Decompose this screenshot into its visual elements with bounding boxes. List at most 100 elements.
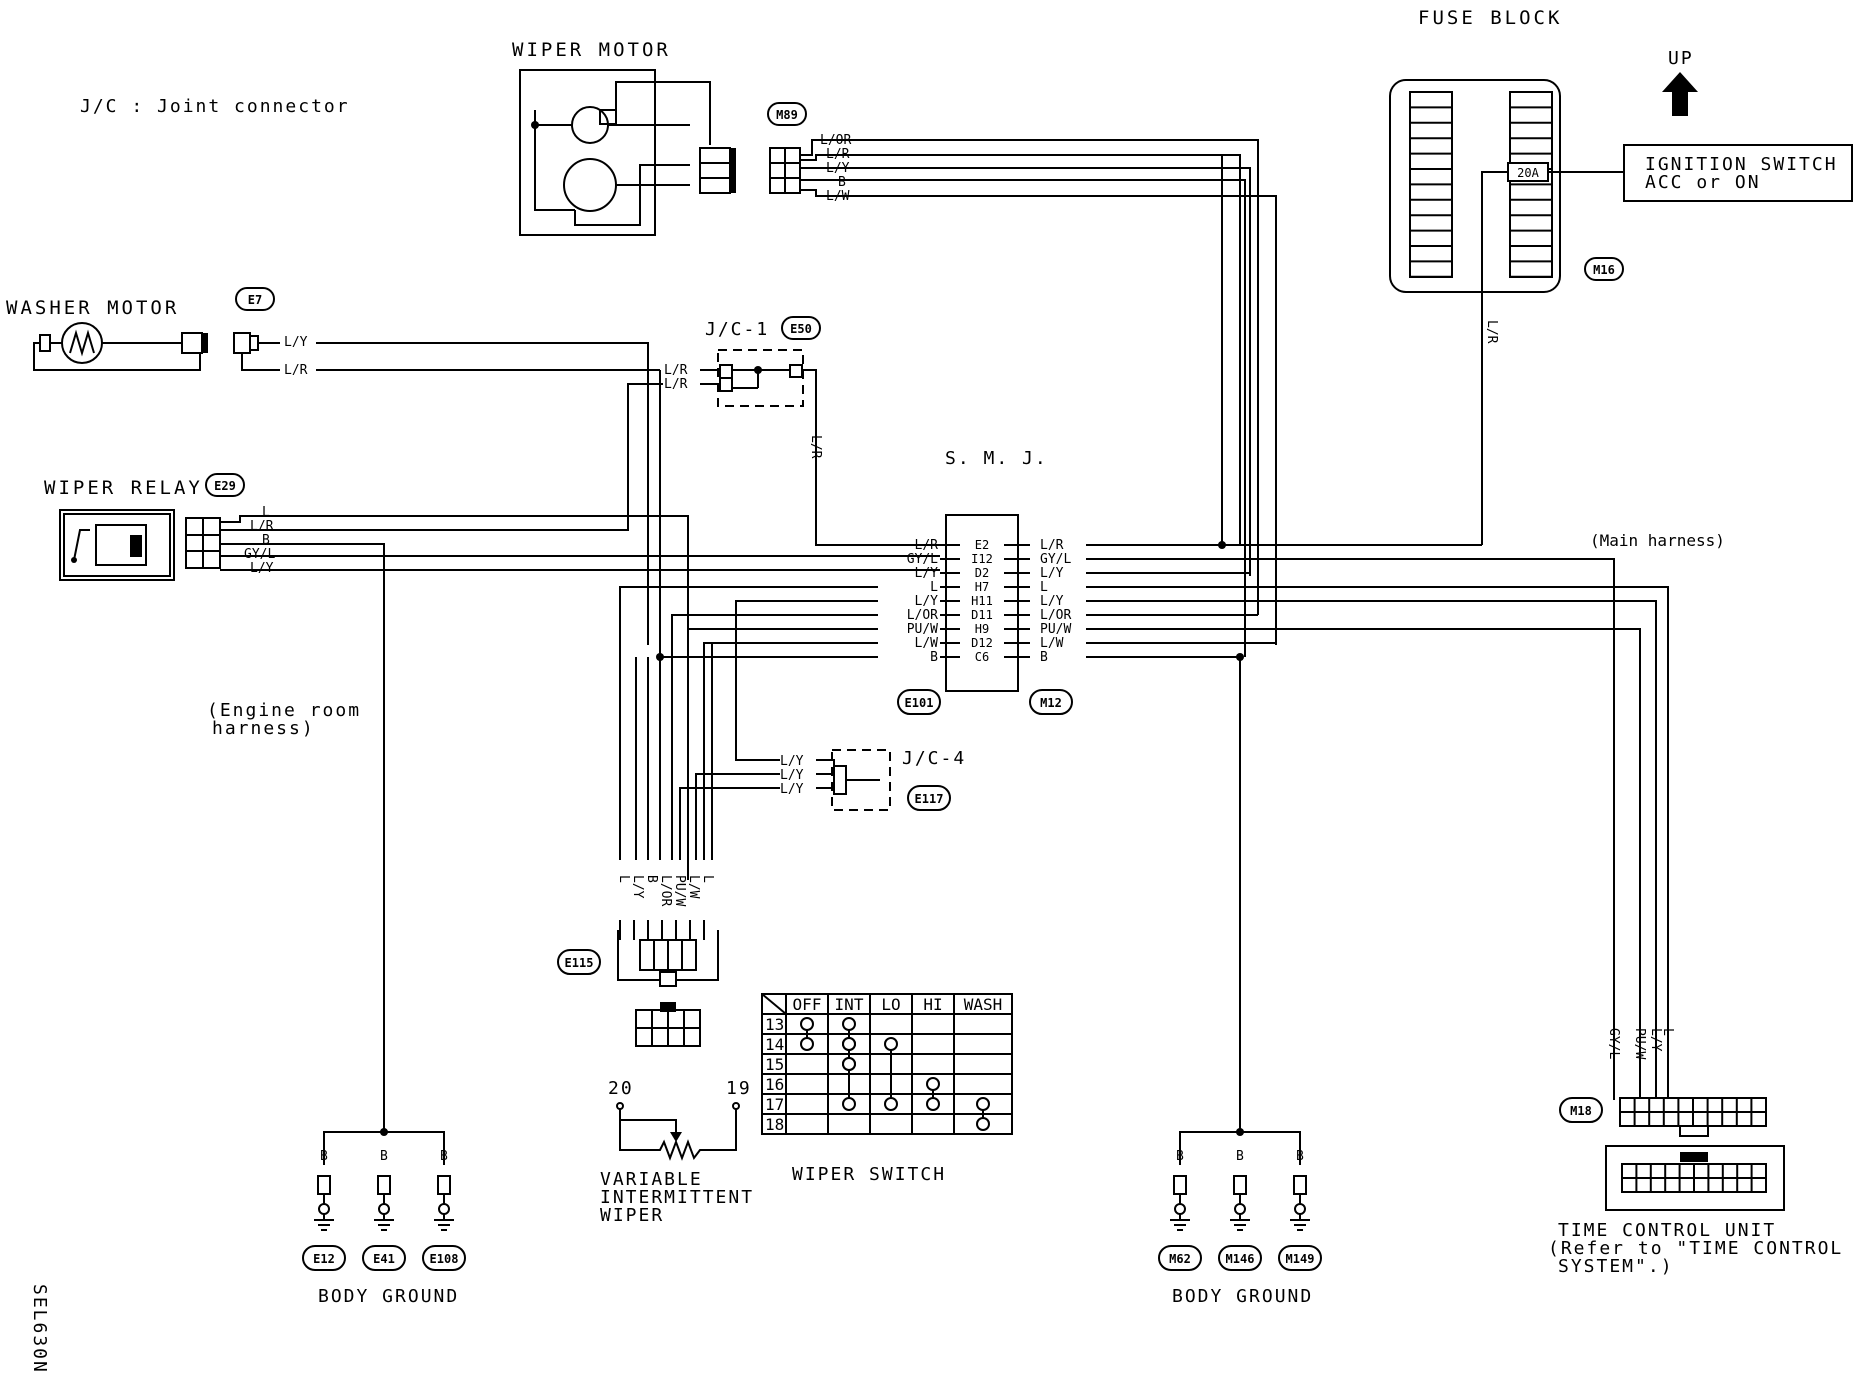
smj-left-pins: E2I12D2H7H11D11H9D12C6L/RGY/LL/YLL/YL/OR… (907, 538, 1030, 665)
switch-table-row-label: 14 (765, 1035, 784, 1054)
washer-motor: WASHER MOTOR (6, 297, 208, 371)
main-harness-label: (Main harness) (1590, 531, 1725, 550)
svg-text:INTERMITTENT: INTERMITTENT (600, 1187, 754, 1208)
switch-contact (800, 1017, 814, 1031)
ground-connector-id: E108 (430, 1252, 459, 1266)
smj-pin: H9 (975, 622, 989, 636)
fuse-column-right (1509, 91, 1553, 278)
svg-text:L/R: L/R (808, 435, 823, 459)
smj-left-wire-label: L/W (915, 636, 939, 651)
sheet-code: SEL630N (29, 1284, 50, 1374)
fuse-output-wire (1481, 171, 1508, 545)
connector-m89: M89 (767, 102, 807, 194)
smj-right-wires (1086, 154, 1669, 1132)
svg-text:ACC or ON: ACC or ON (1645, 172, 1761, 193)
wiper-relay: WIPER RELAY E29 L L/R B GY/L L/Y (44, 473, 940, 1132)
smj-right-wire-label: L/W (1040, 636, 1064, 651)
svg-text:UP: UP (1668, 48, 1694, 69)
svg-text:L/Y: L/Y (250, 561, 274, 576)
svg-text:19: 19 (726, 1078, 752, 1099)
switch-contact (976, 1117, 990, 1131)
ground-connector-id: M62 (1169, 1252, 1191, 1266)
smj-body (945, 514, 1019, 692)
svg-text:B: B (262, 533, 270, 548)
svg-text:GY/L: GY/L (244, 547, 275, 562)
smj-left-wire-label: PU/W (907, 622, 938, 637)
svg-text:M12: M12 (1040, 696, 1062, 710)
svg-text:(Refer to "TIME CONTROL: (Refer to "TIME CONTROL (1548, 1238, 1843, 1259)
wiper-motor-housing (519, 69, 656, 236)
smj-left-wires (619, 370, 946, 860)
smj-right-wire-label: L/Y (1040, 566, 1064, 581)
time-control-unit-body (1605, 1145, 1785, 1211)
svg-text:E50: E50 (790, 322, 812, 336)
wiper-auto-stop-cam-icon (563, 158, 617, 212)
switch-contact (884, 1037, 898, 1051)
smj-left-wire-label: L/OR (907, 608, 938, 623)
svg-text:B: B (380, 1149, 388, 1164)
m18-wire-label: PU/W (1632, 1028, 1647, 1059)
fuse-column-left (1409, 91, 1453, 278)
svg-text:IGNITION SWITCH: IGNITION SWITCH (1645, 154, 1838, 175)
switch-contact (926, 1077, 940, 1091)
svg-text:BODY GROUND: BODY GROUND (1172, 1286, 1313, 1307)
svg-text:J/C-4: J/C-4 (902, 748, 966, 769)
svg-text:SYSTEM".): SYSTEM".) (1558, 1256, 1674, 1277)
m18-wire-label: L (1660, 1028, 1675, 1036)
svg-text:B: B (1176, 1149, 1184, 1164)
ignition-switch: IGNITION SWITCH ACC or ON (1548, 144, 1853, 202)
svg-text:B: B (320, 1149, 328, 1164)
smj-left-wire-label: L/Y (915, 594, 939, 609)
wiper-motor-connector (699, 147, 731, 194)
svg-text:L/Y: L/Y (284, 335, 308, 350)
svg-text:L/R: L/R (250, 519, 274, 534)
switch-contact (842, 1097, 856, 1111)
smj-left-wire-label: GY/L (907, 552, 938, 567)
smj-pin: C6 (975, 650, 989, 664)
switch-contact (842, 1017, 856, 1031)
legend-joint-connector: J/C : Joint connector (80, 96, 350, 117)
smj-pin: D12 (971, 636, 993, 650)
switch-table-header: OFF (793, 995, 822, 1014)
e115-wire-label: L/Y (630, 875, 645, 899)
svg-text:E7: E7 (248, 293, 262, 307)
wiper-relay-body (59, 509, 175, 581)
smj-right-wire-label: L/OR (1040, 608, 1071, 623)
m89-wires: L/OR L/R L/Y B L/W (800, 133, 1277, 657)
switch-contact (842, 1057, 856, 1071)
wiper-relay-label: WIPER RELAY (44, 477, 203, 499)
switch-contact (842, 1037, 856, 1051)
svg-text:E29: E29 (214, 479, 236, 493)
joint-connector-jc4: J/C-4 E117 L/Y L/Y L/Y (679, 748, 966, 860)
e115-wire-label: B (644, 875, 659, 883)
svg-text:B: B (838, 175, 846, 190)
svg-text:L/Y: L/Y (780, 782, 804, 797)
ground-connector-id: M146 (1226, 1252, 1255, 1266)
e115-wire-label: L/OR (658, 875, 673, 906)
smj-right-wire-label: L (1040, 580, 1048, 595)
switch-contact (976, 1097, 990, 1111)
svg-text:E115: E115 (565, 956, 594, 970)
switch-table-header: WASH (964, 995, 1003, 1014)
svg-text:B: B (440, 1149, 448, 1164)
smj-pin: D11 (971, 608, 993, 622)
ground-connector-id: E41 (373, 1252, 395, 1266)
switch-contact (926, 1097, 940, 1111)
smj-pin: D2 (975, 566, 989, 580)
switch-table-row-label: 15 (765, 1055, 784, 1074)
svg-text:L/R: L/R (664, 363, 688, 378)
svg-text:E101: E101 (905, 696, 934, 710)
connector-e7: E7 L/Y L/R (233, 287, 660, 645)
svg-text:20A: 20A (1517, 166, 1539, 180)
smj-right-wire-label: L/Y (1040, 594, 1064, 609)
svg-text:harness): harness) (212, 718, 315, 739)
smj-pin: E2 (975, 538, 989, 552)
super-multiple-junction: S. M. J. E2I12D2H7H11D11H9D12C6L/RGY/LL/… (897, 448, 1073, 715)
